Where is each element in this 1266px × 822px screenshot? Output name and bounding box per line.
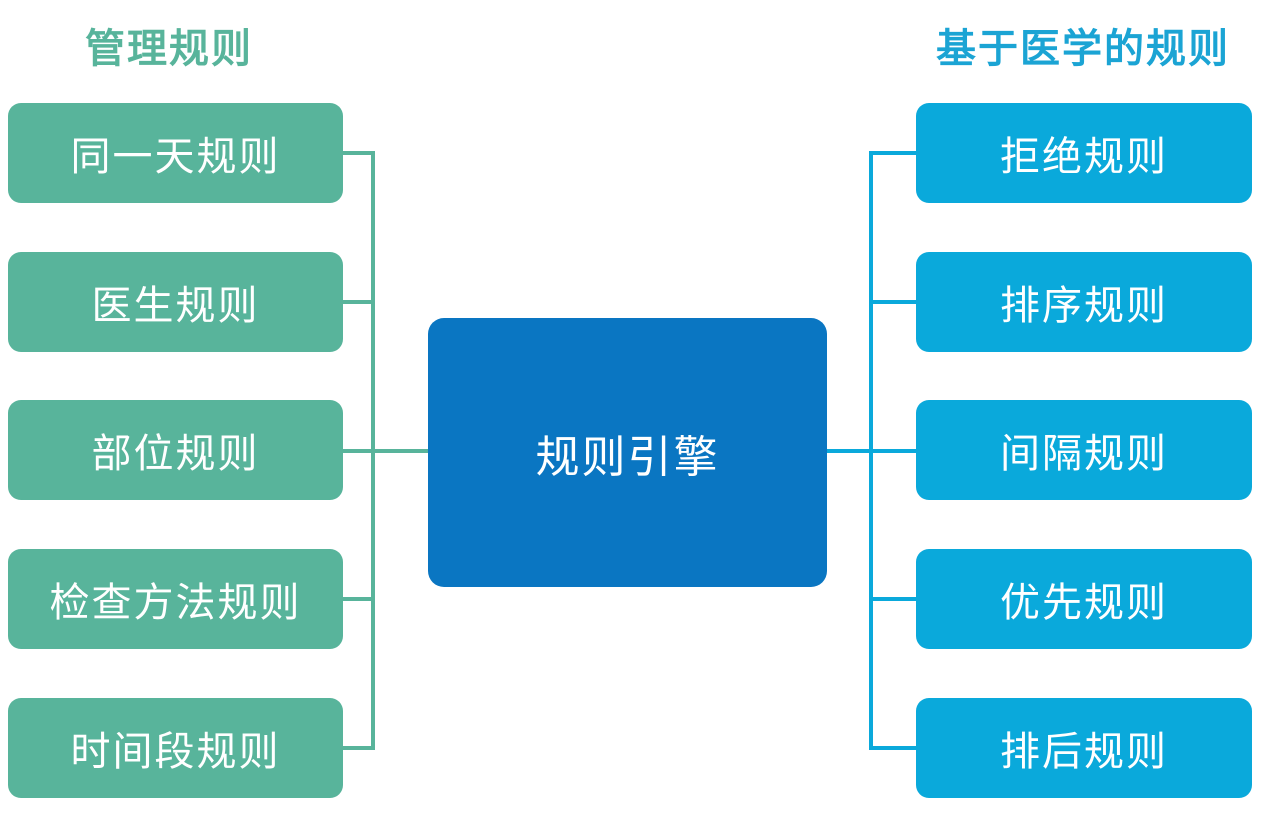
node-body-part-rule: 部位规则 <box>8 400 343 500</box>
right-group-title: 基于医学的规则 <box>936 27 1230 71</box>
left-group-title: 管理规则 <box>85 27 253 71</box>
node-priority-rule: 优先规则 <box>916 549 1252 649</box>
node-rule-engine: 规则引擎 <box>428 318 827 587</box>
node-doctor-rule: 医生规则 <box>8 252 343 352</box>
right-stub-lines <box>869 151 916 750</box>
node-interval-rule: 间隔规则 <box>916 400 1252 500</box>
node-reject-rule: 拒绝规则 <box>916 103 1252 203</box>
left-stub-lines <box>343 151 375 750</box>
node-time-period-rule: 时间段规则 <box>8 698 343 798</box>
node-exam-method-rule: 检查方法规则 <box>8 549 343 649</box>
node-same-day-rule: 同一天规则 <box>8 103 343 203</box>
node-ordering-rule: 排序规则 <box>916 252 1252 352</box>
node-defer-rule: 排后规则 <box>916 698 1252 798</box>
